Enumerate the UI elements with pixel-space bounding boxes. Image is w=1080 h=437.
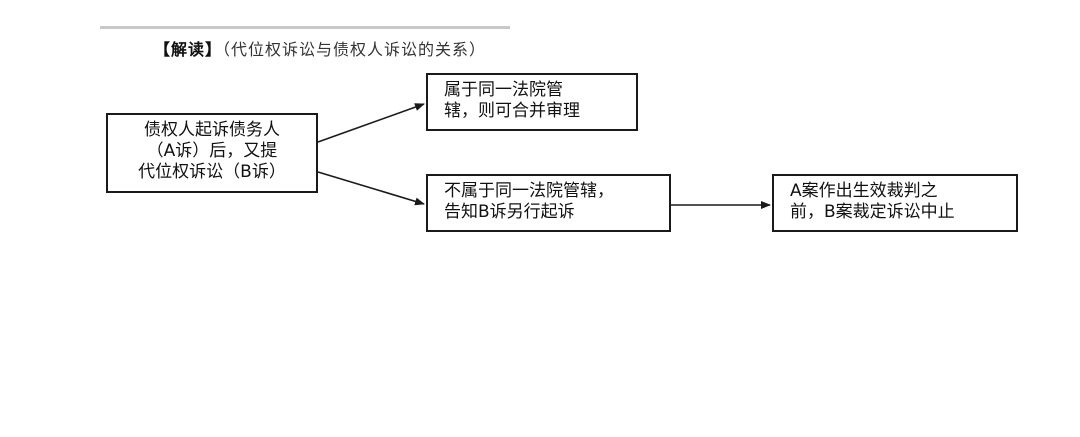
node-different-court: 不属于同一法院管辖， 告知B诉另行起诉 xyxy=(426,174,671,232)
arrow-start-to-same-court xyxy=(317,103,425,143)
arrow-start-to-diff-court xyxy=(317,171,425,206)
node-creditor-sues: 债权人起诉债务人 （A诉）后，又提 代位权诉讼（B诉） xyxy=(106,113,318,193)
diagram-heading: 【解读】（代位权诉讼与债权人诉讼的关系） xyxy=(154,36,486,60)
node-line: 前，B案裁定诉讼中止 xyxy=(790,202,955,222)
node-line: 债权人起诉债务人 xyxy=(144,120,280,140)
node-line: （A诉）后，又提 xyxy=(146,141,278,161)
node-same-court: 属于同一法院管 辖，则可合并审理 xyxy=(426,73,638,131)
heading-tag: 【解读】 xyxy=(154,40,223,59)
top-divider xyxy=(100,26,510,29)
heading-description: （代位权诉讼与债权人诉讼的关系） xyxy=(222,40,487,59)
node-line: 不属于同一法院管辖， xyxy=(444,181,614,201)
node-line: 辖，则可合并审理 xyxy=(444,101,580,121)
node-line: 告知B诉另行起诉 xyxy=(444,202,575,222)
node-line: A案作出生效裁判之 xyxy=(790,181,938,201)
node-suspend-litigation: A案作出生效裁判之 前，B案裁定诉讼中止 xyxy=(772,174,1018,232)
node-line: 代位权诉讼（B诉） xyxy=(138,162,286,182)
node-line: 属于同一法院管 xyxy=(444,80,563,100)
